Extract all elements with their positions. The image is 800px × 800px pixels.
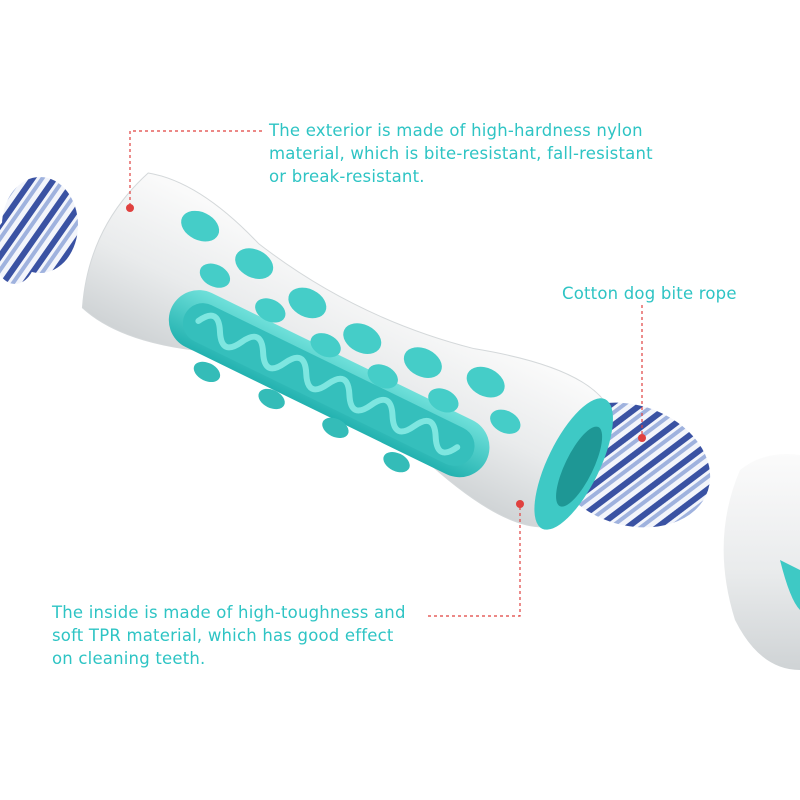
exterior-dot bbox=[126, 204, 134, 212]
chew-toy bbox=[81, 172, 613, 530]
leader-exterior bbox=[129, 130, 262, 206]
second-toy bbox=[723, 454, 800, 670]
inside-annotation: The inside is made of high-toughness and… bbox=[52, 603, 406, 668]
leader-lines bbox=[129, 130, 643, 617]
leader-inside bbox=[428, 506, 521, 617]
leader-dots bbox=[126, 204, 646, 508]
rope-annotation: Cotton dog bite rope bbox=[562, 284, 737, 303]
inside-dot bbox=[516, 500, 524, 508]
left-rope bbox=[0, 177, 78, 284]
rope-dot bbox=[638, 434, 646, 442]
exterior-annotation: The exterior is made of high-hardness ny… bbox=[269, 121, 653, 186]
